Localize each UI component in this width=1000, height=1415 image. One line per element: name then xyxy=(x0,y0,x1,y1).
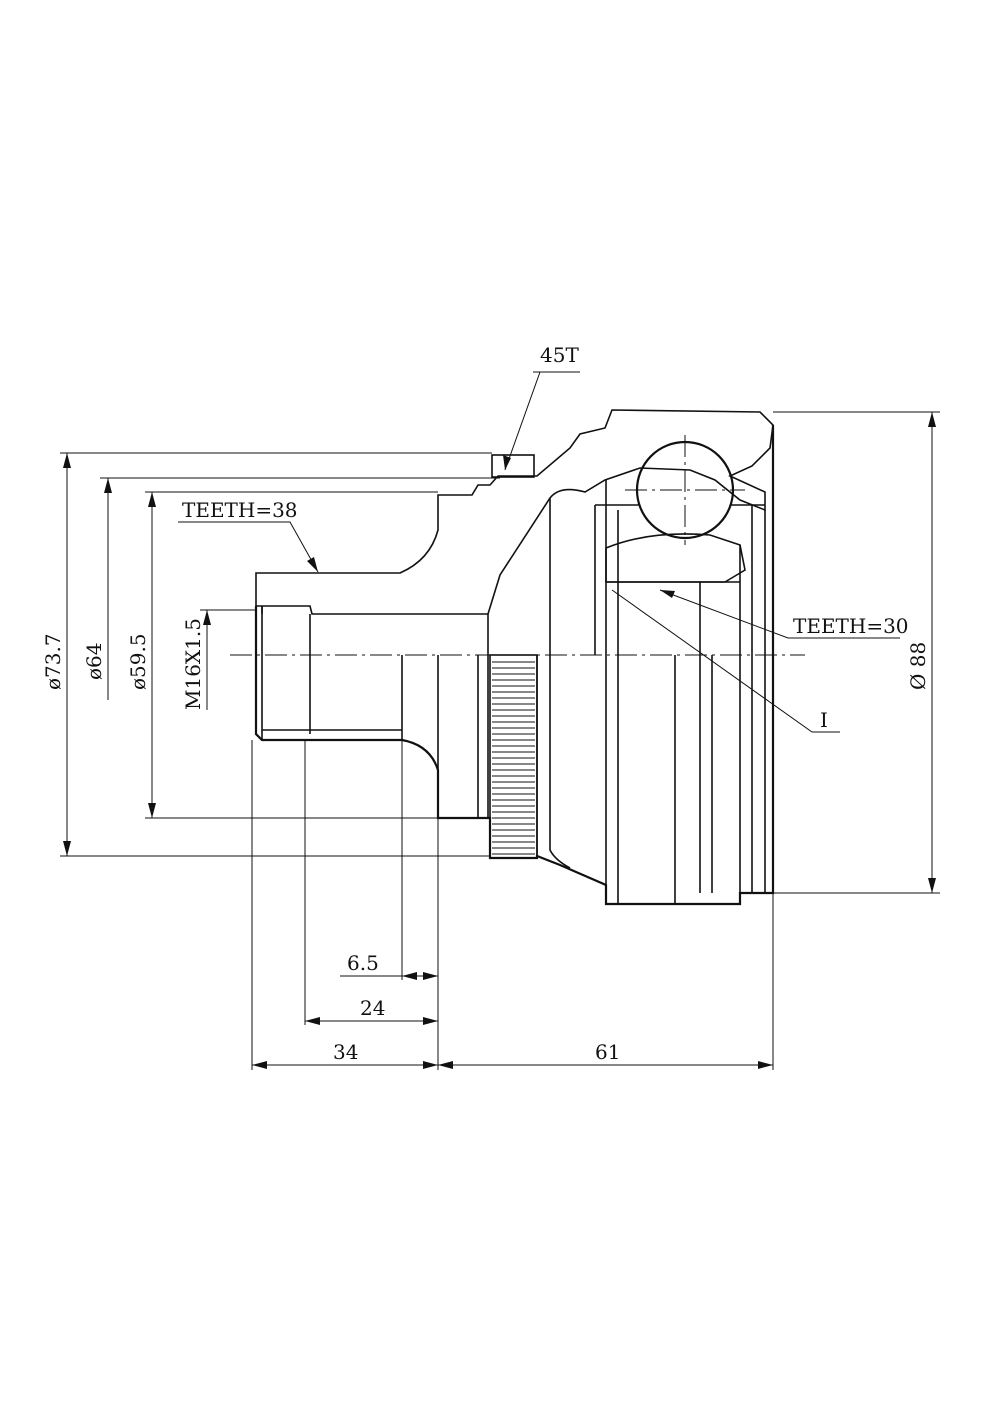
housing-section xyxy=(255,409,774,615)
label-dia-88: Ø 88 xyxy=(906,642,930,690)
label-dia-595: ø59.5 xyxy=(126,633,150,690)
label-45t: 45T xyxy=(540,343,579,367)
abs-ring xyxy=(489,654,538,859)
label-thread: M16X1.5 xyxy=(181,618,205,710)
label-len-34: 34 xyxy=(333,1040,358,1064)
label-detail-i: I xyxy=(820,708,828,732)
label-len-24: 24 xyxy=(360,996,385,1020)
label-len-65: 6.5 xyxy=(347,951,379,975)
threaded-stub xyxy=(254,425,775,906)
label-dia-737: ø73.7 xyxy=(41,633,65,690)
inner-race-section xyxy=(605,533,746,583)
abs-ring-teeth xyxy=(492,661,535,855)
label-teeth-30: TEETH=30 xyxy=(793,614,909,638)
label-dia-64: ø64 xyxy=(82,643,106,681)
abs-ring-section xyxy=(491,454,535,478)
label-teeth-38: TEETH=38 xyxy=(182,498,298,522)
label-len-61: 61 xyxy=(595,1040,620,1064)
